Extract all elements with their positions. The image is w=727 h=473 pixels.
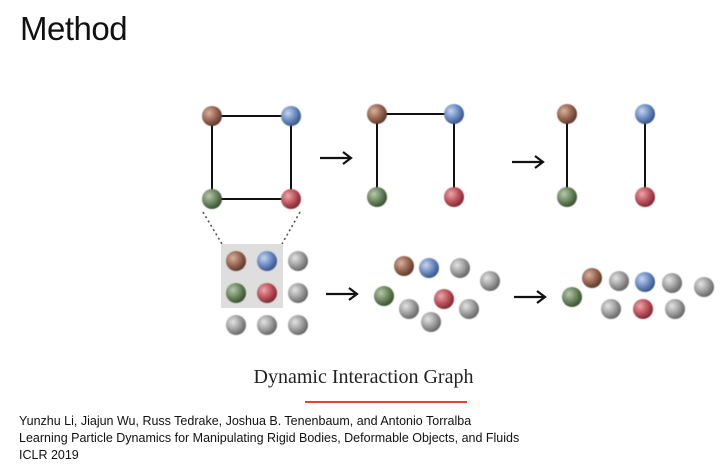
particle-blue xyxy=(635,272,655,292)
particle-gray xyxy=(601,299,621,319)
particle-green xyxy=(374,286,394,306)
particle-blue xyxy=(635,104,655,124)
diagram-caption: Dynamic Interaction Graph xyxy=(253,366,474,388)
particle-blue xyxy=(281,106,301,126)
citation-authors: Yunzhu Li, Jiajun Wu, Russ Tedrake, Josh… xyxy=(19,414,472,428)
particle-brown xyxy=(226,251,246,271)
particle-blue xyxy=(257,251,277,271)
particle-brown xyxy=(394,256,414,276)
particle-scatter-stage-3 xyxy=(562,268,714,319)
particle-brown xyxy=(367,104,387,124)
right-arrow-icon xyxy=(326,287,359,301)
particle-gray xyxy=(288,283,308,303)
particle-gray xyxy=(694,277,714,297)
particle-scatter-stage-2 xyxy=(374,256,500,332)
particle-gray xyxy=(288,251,308,271)
particle-gray xyxy=(609,271,629,291)
right-arrow-icon xyxy=(320,151,353,165)
particle-red xyxy=(434,289,454,309)
particle-green xyxy=(367,187,387,207)
particle-brown xyxy=(582,268,602,288)
particle-gray xyxy=(399,299,419,319)
top-graph-stage-2 xyxy=(367,104,464,207)
particle-red xyxy=(444,187,464,207)
citation-venue: ICLR 2019 xyxy=(19,448,79,462)
particle-red xyxy=(281,189,301,209)
top-graph-stage-1 xyxy=(202,106,301,209)
particle-green xyxy=(557,187,577,207)
particle-brown xyxy=(202,106,222,126)
citation-paper-title: Learning Particle Dynamics for Manipulat… xyxy=(19,431,520,445)
particle-blue xyxy=(444,104,464,124)
particle-green xyxy=(562,287,582,307)
zoom-connector xyxy=(202,211,301,245)
citation: Yunzhu Li, Jiajun Wu, Russ Tedrake, Josh… xyxy=(19,413,519,464)
top-graph-stage-3 xyxy=(557,104,655,207)
particle-brown xyxy=(557,104,577,124)
particle-gray xyxy=(288,315,308,335)
particle-gray xyxy=(459,299,479,319)
particle-red xyxy=(257,283,277,303)
caption-underline xyxy=(305,401,467,403)
particle-gray xyxy=(480,271,500,291)
right-arrow-icon xyxy=(512,155,545,169)
particle-blue xyxy=(419,258,439,278)
particle-red xyxy=(635,187,655,207)
particle-gray xyxy=(662,273,682,293)
particle-red xyxy=(633,299,653,319)
slide-title: Method xyxy=(20,10,128,47)
particle-gray xyxy=(226,315,246,335)
particle-green xyxy=(226,283,246,303)
particle-grid-stage-1 xyxy=(221,244,308,335)
particle-gray xyxy=(257,315,277,335)
right-arrow-icon xyxy=(514,290,547,304)
particle-gray xyxy=(421,312,441,332)
particle-green xyxy=(202,189,222,209)
particle-gray xyxy=(665,299,685,319)
particle-gray xyxy=(450,258,470,278)
